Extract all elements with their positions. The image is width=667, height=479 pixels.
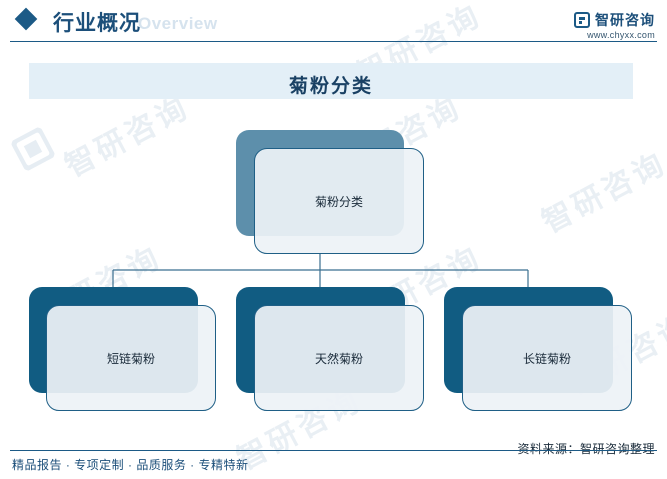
brand-name: 智研咨询 (595, 12, 655, 28)
child-node-label: 天然菊粉 (314, 351, 363, 366)
section-banner: 菊粉分类 (29, 63, 633, 99)
brand-logo-icon (574, 12, 590, 28)
source-note: 资料来源：智研咨询整理 (517, 442, 655, 456)
root-node-label: 菊粉分类 (314, 194, 363, 209)
section-title: 菊粉分类 (288, 76, 373, 97)
child-node-label: 长链菊粉 (522, 351, 571, 366)
root-node: 菊粉分类 (254, 148, 424, 254)
child-node-label: 短链菊粉 (106, 351, 155, 366)
brand-url[interactable]: www.chyxx.com (587, 30, 655, 40)
child-node-natural: 天然菊粉 (254, 305, 424, 411)
brand[interactable]: 智研咨询 (574, 10, 655, 30)
footer-slogan: 精品报告 · 专项定制 · 品质服务 · 专精特新 (12, 458, 249, 472)
header-ghost-title: Overview (138, 14, 218, 33)
footer-divider (10, 450, 657, 451)
child-node-long-chain: 长链菊粉 (462, 305, 632, 411)
child-node-short-chain: 短链菊粉 (46, 305, 216, 411)
page-title: 行业概况 (53, 12, 141, 35)
header-divider (10, 41, 657, 42)
